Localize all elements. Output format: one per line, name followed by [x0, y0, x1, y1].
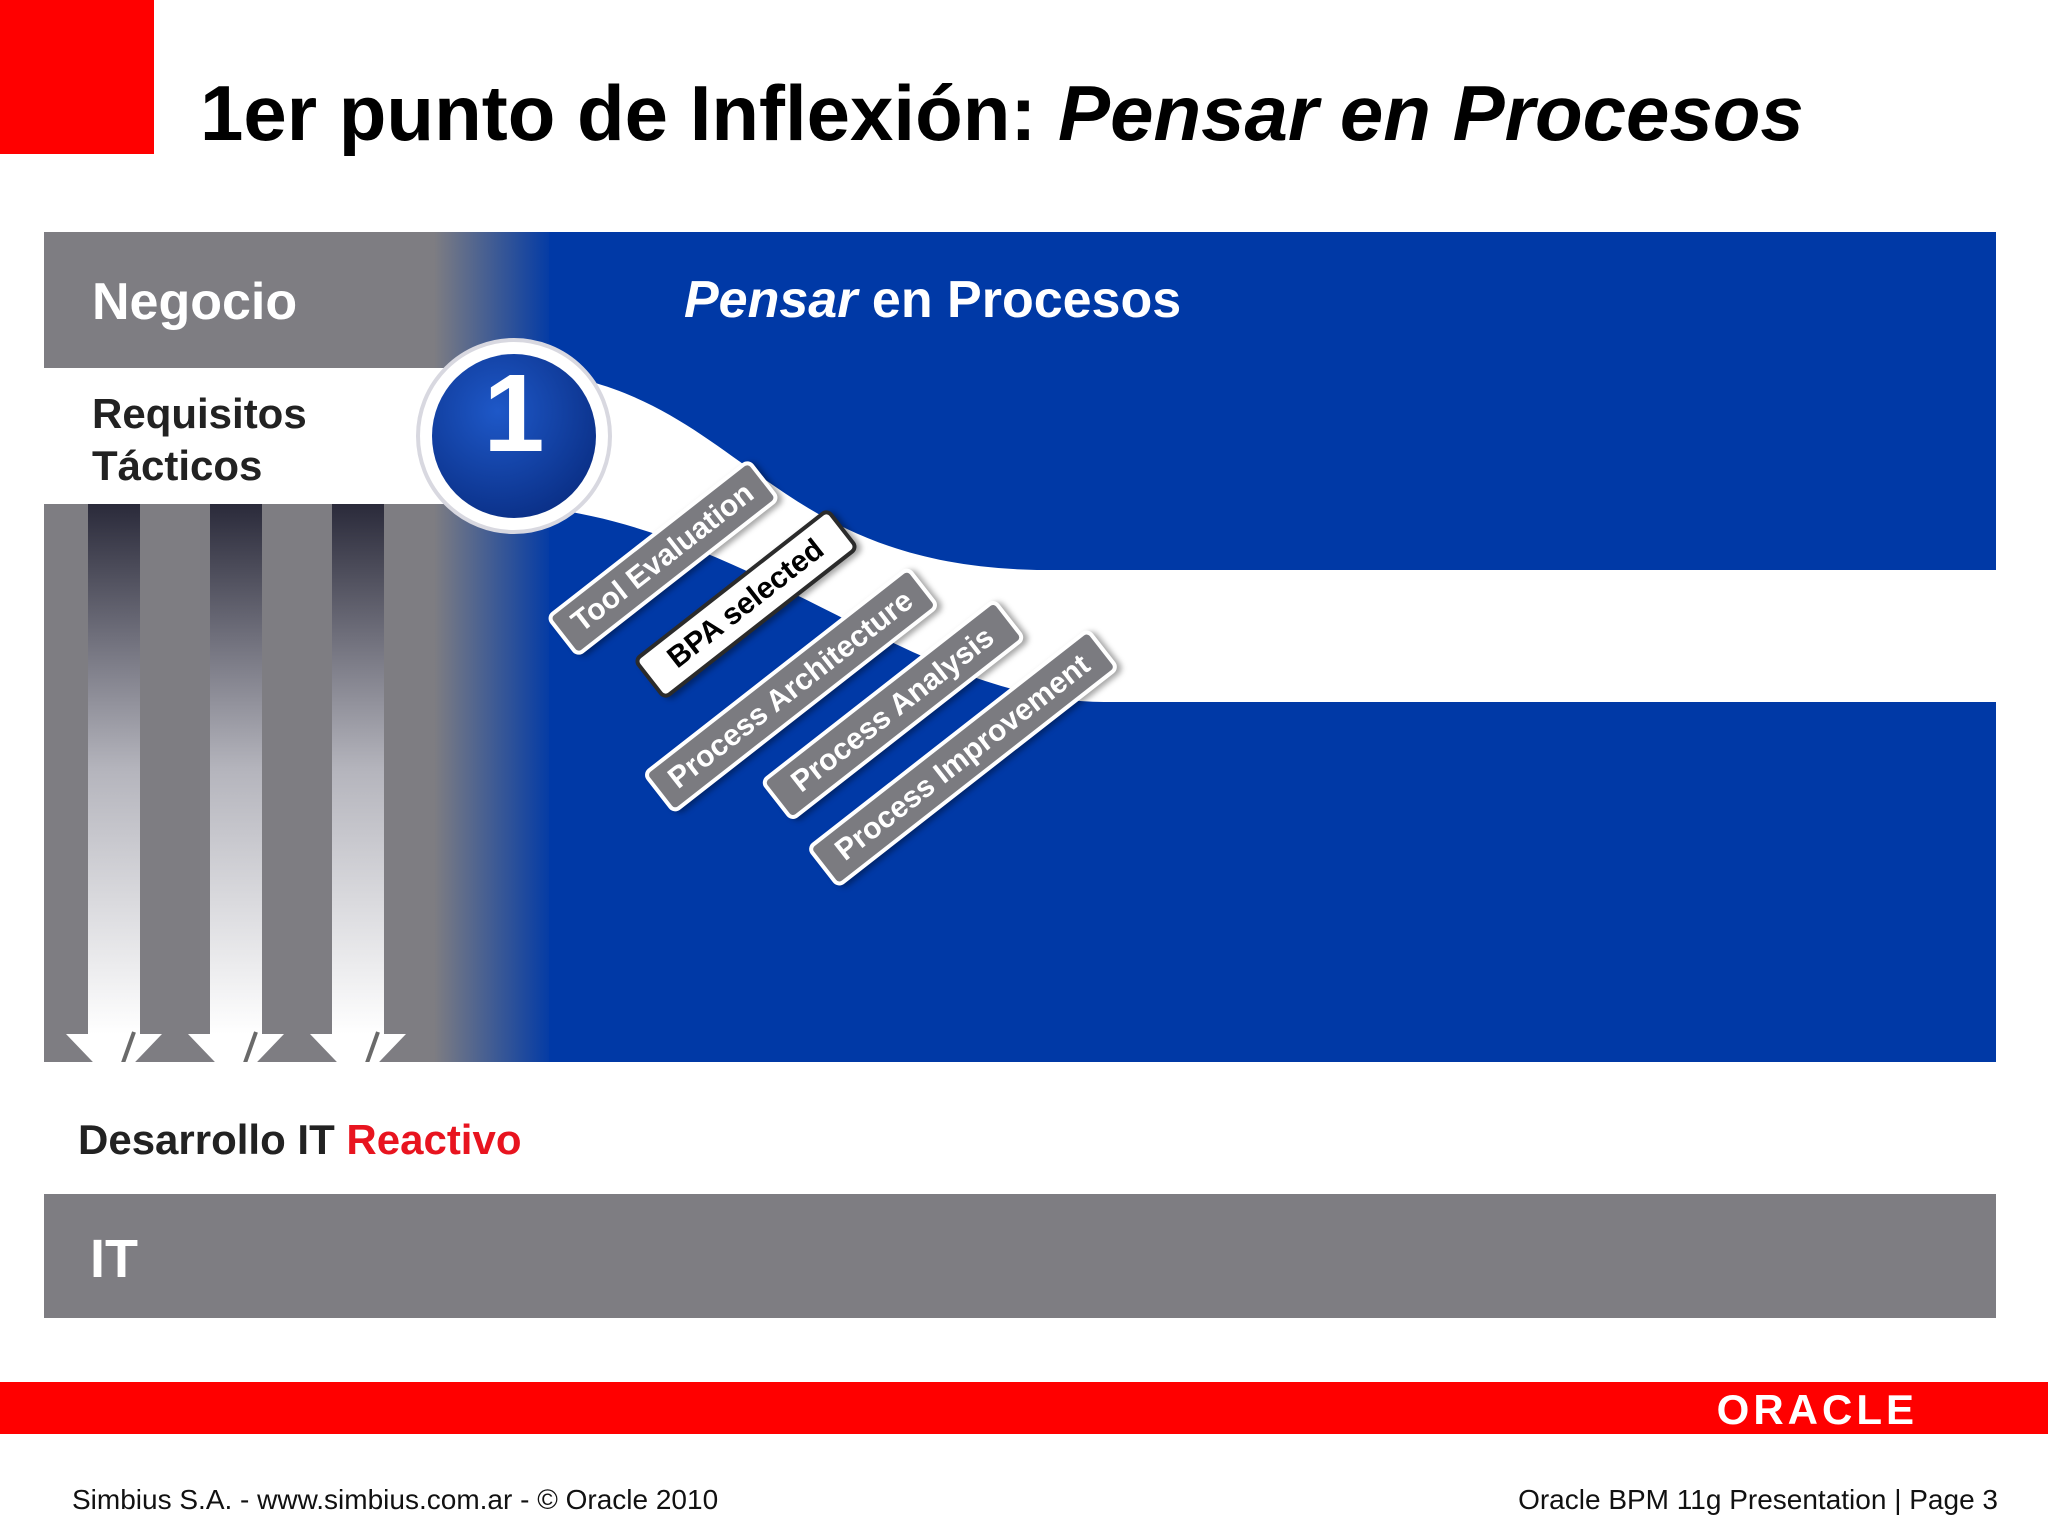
desarrollo-label: Desarrollo IT Reactivo — [78, 1116, 521, 1164]
it-bar — [44, 1194, 1996, 1318]
downward-arrows — [66, 504, 406, 1089]
reactivo-text: Reactivo — [346, 1116, 522, 1163]
requisitos-line1: Requisitos — [92, 390, 307, 437]
step-circle — [432, 354, 596, 518]
brand-red-corner — [0, 0, 154, 154]
requisitos-line2: Tácticos — [92, 442, 263, 489]
footer-right-text: Oracle BPM 11g Presentation | Page 3 — [1518, 1484, 1998, 1515]
negocio-label: Negocio — [92, 273, 298, 331]
pensar-heading: Pensar en Procesos — [684, 270, 1181, 330]
title-plain: 1er punto de Inflexión: — [200, 69, 1059, 157]
footer-left-text: Simbius S.A. - www.simbius.com.ar - © Or… — [72, 1484, 719, 1515]
it-label: IT — [90, 1229, 138, 1289]
step-number: 1 — [483, 352, 545, 475]
pensar-rest: en Procesos — [857, 271, 1182, 329]
diagram-graphics — [44, 232, 1996, 1318]
slide-title: 1er punto de Inflexión: Pensar en Proces… — [200, 68, 1804, 159]
pensar-italic: Pensar — [684, 271, 858, 329]
title-italic: Pensar en Procesos — [1058, 69, 1804, 157]
desarrollo-text: Desarrollo IT — [78, 1116, 347, 1163]
oracle-logo: ORACLE — [1716, 1386, 1918, 1433]
footer-red-band — [0, 1382, 2048, 1434]
